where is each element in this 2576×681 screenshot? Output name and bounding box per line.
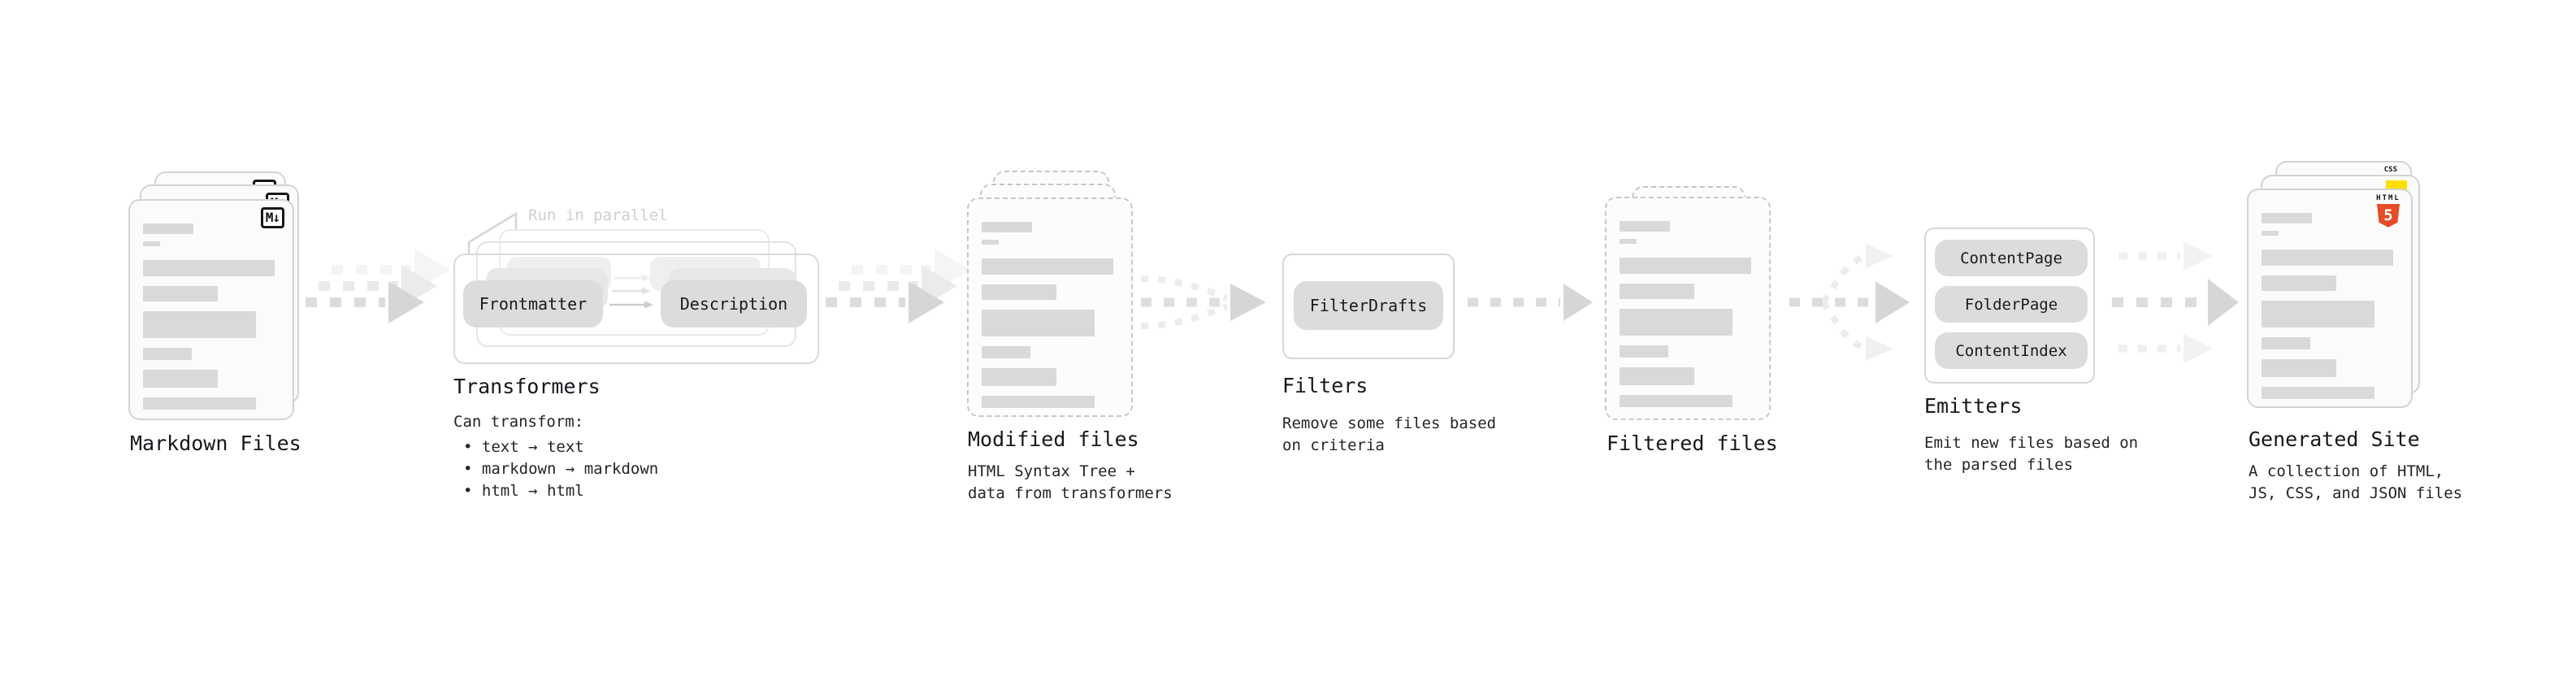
stage-title-generated-site: Generated Site — [2249, 427, 2420, 451]
arrow-filters-to-filtered — [1468, 284, 1593, 321]
text-placeholder-bars — [2262, 213, 2393, 399]
arrow-markdown-to-transformers — [306, 249, 450, 323]
text-placeholder-bars — [982, 222, 1113, 408]
html5-icon-shield: 5 — [2377, 204, 2400, 228]
stage-title-modified-files: Modified files — [968, 427, 1139, 451]
annotation-leader-line — [467, 211, 518, 254]
stage-title-markdown-files: Markdown Files — [130, 432, 301, 455]
list-item: • text → text — [463, 438, 584, 456]
transformer-button-description: Description — [661, 280, 807, 327]
emitters-container: ContentPage FolderPage ContentIndex — [1924, 228, 2095, 384]
transform-flow-arrows — [609, 274, 653, 309]
modified-file-card-front — [967, 197, 1133, 417]
generated-file-card-html: HTML 5 — [2247, 189, 2413, 408]
transformers-desc-heading: Can transform: — [453, 413, 584, 431]
stage-title-transformers: Transformers — [453, 375, 601, 398]
html5-icon: HTML 5 — [2375, 195, 2401, 228]
arrow-filtered-to-emitters-split — [1789, 244, 1910, 361]
text-placeholder-bars — [143, 223, 275, 410]
list-item: • markdown → markdown — [463, 460, 659, 478]
html5-icon-label: HTML — [2376, 194, 2400, 202]
markdown-icon: M↓ — [260, 207, 284, 228]
text-placeholder-bars — [1620, 221, 1751, 407]
generated-site-desc: A collection of HTML, JS, CSS, and JSON … — [2249, 462, 2463, 502]
list-item: • html → html — [463, 482, 584, 500]
run-in-parallel-annotation: Run in parallel — [528, 206, 668, 224]
stage-title-emitters: Emitters — [1924, 394, 2023, 418]
javascript-icon — [2386, 180, 2407, 190]
transformers-capability-list: • text → text • markdown → markdown • ht… — [453, 436, 658, 502]
filters-container: FilterDrafts — [1282, 254, 1455, 359]
filtered-file-card-front — [1605, 197, 1771, 420]
arrow-transformers-to-modified — [826, 249, 970, 323]
filters-desc: Remove some files based on criteria — [1282, 414, 1497, 454]
markdown-file-card-front: M↓ — [128, 199, 294, 420]
stage-title-filtered-files: Filtered files — [1607, 432, 1778, 455]
transformer-button-frontmatter: Frontmatter — [463, 280, 603, 327]
filter-button-filterdrafts: FilterDrafts — [1294, 281, 1443, 330]
arrow-emitters-to-generated — [2112, 241, 2239, 363]
transformer-layer-front — [453, 254, 819, 364]
stage-title-filters: Filters — [1282, 374, 1368, 397]
arrow-modified-to-filters-merge — [1140, 275, 1266, 329]
emitter-button-contentpage: ContentPage — [1935, 240, 2088, 276]
modified-files-desc: HTML Syntax Tree + data from transformer… — [968, 462, 1173, 502]
emitters-desc: Emit new files based on the parsed files — [1924, 434, 2139, 474]
emitter-button-folderpage: FolderPage — [1935, 286, 2088, 323]
emitter-button-contentindex: ContentIndex — [1935, 332, 2088, 369]
